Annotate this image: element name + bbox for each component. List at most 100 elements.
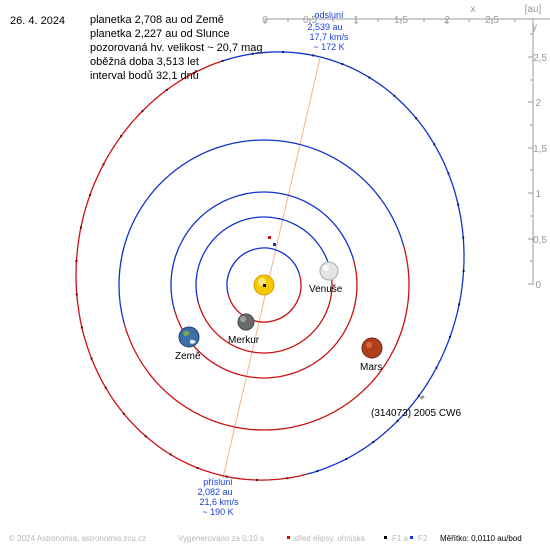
earth-orbit — [170, 191, 358, 379]
aphelion-temperature: ~ 172 K — [313, 42, 344, 52]
y-tick-label: 1,5 — [533, 144, 547, 155]
orbit-point-marker — [393, 94, 396, 97]
orbit-point-marker — [89, 194, 91, 197]
asteroid-icon[interactable] — [419, 395, 425, 400]
x-tick-label: 1 — [353, 15, 359, 26]
perihelion-annotation: přísluní 2,082 au 21,6 km/s ~ 190 K — [197, 477, 239, 517]
venus-planet-icon[interactable] — [319, 261, 339, 281]
x-axis-corner-label: x — [471, 4, 476, 15]
y-tick-label: 0,5 — [533, 235, 547, 246]
legend-f2-text: F2 — [418, 534, 428, 543]
info-line: planetka 2,227 au od Slunce — [90, 28, 229, 40]
orbit-point-marker — [415, 117, 418, 120]
venus-orbit-far-half — [195, 216, 331, 304]
orbit-point-marker — [196, 467, 199, 469]
scale-text: Měřítko: 0,0110 au/bod — [440, 534, 522, 543]
legend-center-marker — [287, 536, 290, 539]
orbit-point-marker — [341, 63, 344, 65]
perihelion-title: přísluní — [203, 477, 233, 487]
venus-orbit-near-half — [197, 266, 333, 354]
aphelion-title: odsluní — [314, 10, 344, 20]
orbit-point-marker — [457, 203, 460, 206]
orbit-point-marker — [255, 479, 258, 481]
aphelion-annotation: odsluní 2,539 au 17,7 km/s ~ 172 K — [307, 10, 349, 52]
mars-orbit — [118, 139, 410, 431]
orbit-point-marker — [251, 52, 254, 55]
mars-label: Mars — [360, 362, 382, 373]
y-axis-tick-labels: y 2,5 2 1,5 1 0,5 0 — [532, 22, 547, 291]
mercury-orbit-far-half — [226, 247, 301, 296]
perihelion-distance: 2,082 au — [197, 487, 232, 497]
orbit-point-marker — [141, 110, 144, 113]
perihelion-speed: 21,6 km/s — [199, 497, 239, 507]
mercury-orbit — [226, 247, 302, 323]
asteroid-orbit-points — [75, 51, 465, 481]
orbit-point-marker — [447, 172, 450, 175]
orbit-point-marker — [368, 76, 371, 79]
orbit-point-marker — [221, 59, 224, 62]
x-tick-label: 2 — [444, 15, 450, 26]
asteroid-orbit-near-half — [75, 60, 307, 481]
earth-orbit-far-half — [170, 191, 355, 311]
orbit-point-marker — [286, 477, 289, 480]
orbit-point-marker — [316, 470, 319, 473]
sun-icon — [253, 274, 275, 296]
legend-center-text: střed elipsy, ohniska — [293, 534, 365, 543]
x-tick-label: 1,5 — [394, 15, 408, 26]
orbit-point-marker — [372, 441, 375, 444]
info-line: pozorovaná hv. velikost ~ 20,7 mag — [90, 42, 263, 54]
x-axis-tick-labels: 0 0,5 1 1,5 2 2,5 x [au] — [262, 4, 541, 26]
perihelion-temperature: ~ 190 K — [202, 507, 233, 517]
focus-f2-marker — [273, 243, 276, 246]
venus-orbit — [195, 216, 333, 354]
date-label: 26. 4. 2024 — [10, 15, 65, 27]
x-tick-label: 0 — [262, 15, 268, 26]
mars-planet-icon[interactable] — [361, 337, 383, 359]
legend-f1-text: F1 a — [392, 534, 409, 543]
footer: © 2024 Astronomia, astronomia.zcu.cz Vyg… — [9, 534, 522, 543]
orbit-point-marker — [345, 458, 348, 460]
orbit-point-marker — [449, 335, 451, 338]
mercury-label: Merkur — [228, 335, 260, 346]
planet-orbits — [118, 139, 410, 431]
orbit-point-marker — [435, 366, 438, 369]
generation-time-text: Vygenerováno za 0,10 s — [178, 534, 264, 543]
mars-orbit-far-half — [118, 139, 405, 325]
x-tick-label: 2,5 — [485, 15, 499, 26]
earth-label: Země — [175, 351, 201, 362]
orbit-point-marker — [282, 51, 285, 53]
legend-f2-marker — [410, 536, 413, 539]
y-tick-label: 2 — [535, 98, 541, 109]
orbit-point-marker — [462, 270, 465, 272]
y-axis-ticks — [528, 33, 533, 285]
ellipse-center-marker — [268, 236, 271, 239]
apsis-line — [222, 57, 321, 479]
x-tick-label: 0,5 — [303, 15, 317, 26]
axes — [265, 18, 550, 285]
aphelion-distance: 2,539 au — [307, 22, 342, 32]
orbit-point-marker — [102, 163, 105, 166]
orbit-point-marker — [79, 226, 82, 229]
orbit-point-marker — [90, 357, 93, 360]
y-tick-label: 1 — [535, 189, 541, 200]
earth-planet-icon[interactable] — [178, 326, 200, 348]
orbit-point-marker — [80, 326, 83, 329]
unit-label: [au] — [525, 4, 542, 15]
orbit-point-marker — [169, 453, 172, 456]
y-tick-label: 0 — [535, 280, 541, 291]
aphelion-speed: 17,7 km/s — [309, 32, 349, 42]
orbit-point-marker — [75, 293, 78, 296]
orbit-point-marker — [104, 386, 107, 389]
orbit-point-marker — [144, 435, 147, 438]
orbit-point-marker — [192, 72, 195, 74]
earth-orbit-near-half — [173, 259, 358, 379]
info-line: oběžná doba 3,513 let — [90, 56, 199, 68]
orbit-point-marker — [120, 135, 123, 138]
asteroid-label: (314073) 2005 CW6 — [371, 408, 461, 419]
y-axis-corner-label: y — [532, 22, 537, 33]
mercury-planet-icon[interactable] — [237, 313, 255, 331]
x-axis-ticks — [264, 19, 516, 24]
info-line: planetka 2,708 au od Země — [90, 14, 224, 26]
orbit-point-marker — [396, 419, 399, 422]
